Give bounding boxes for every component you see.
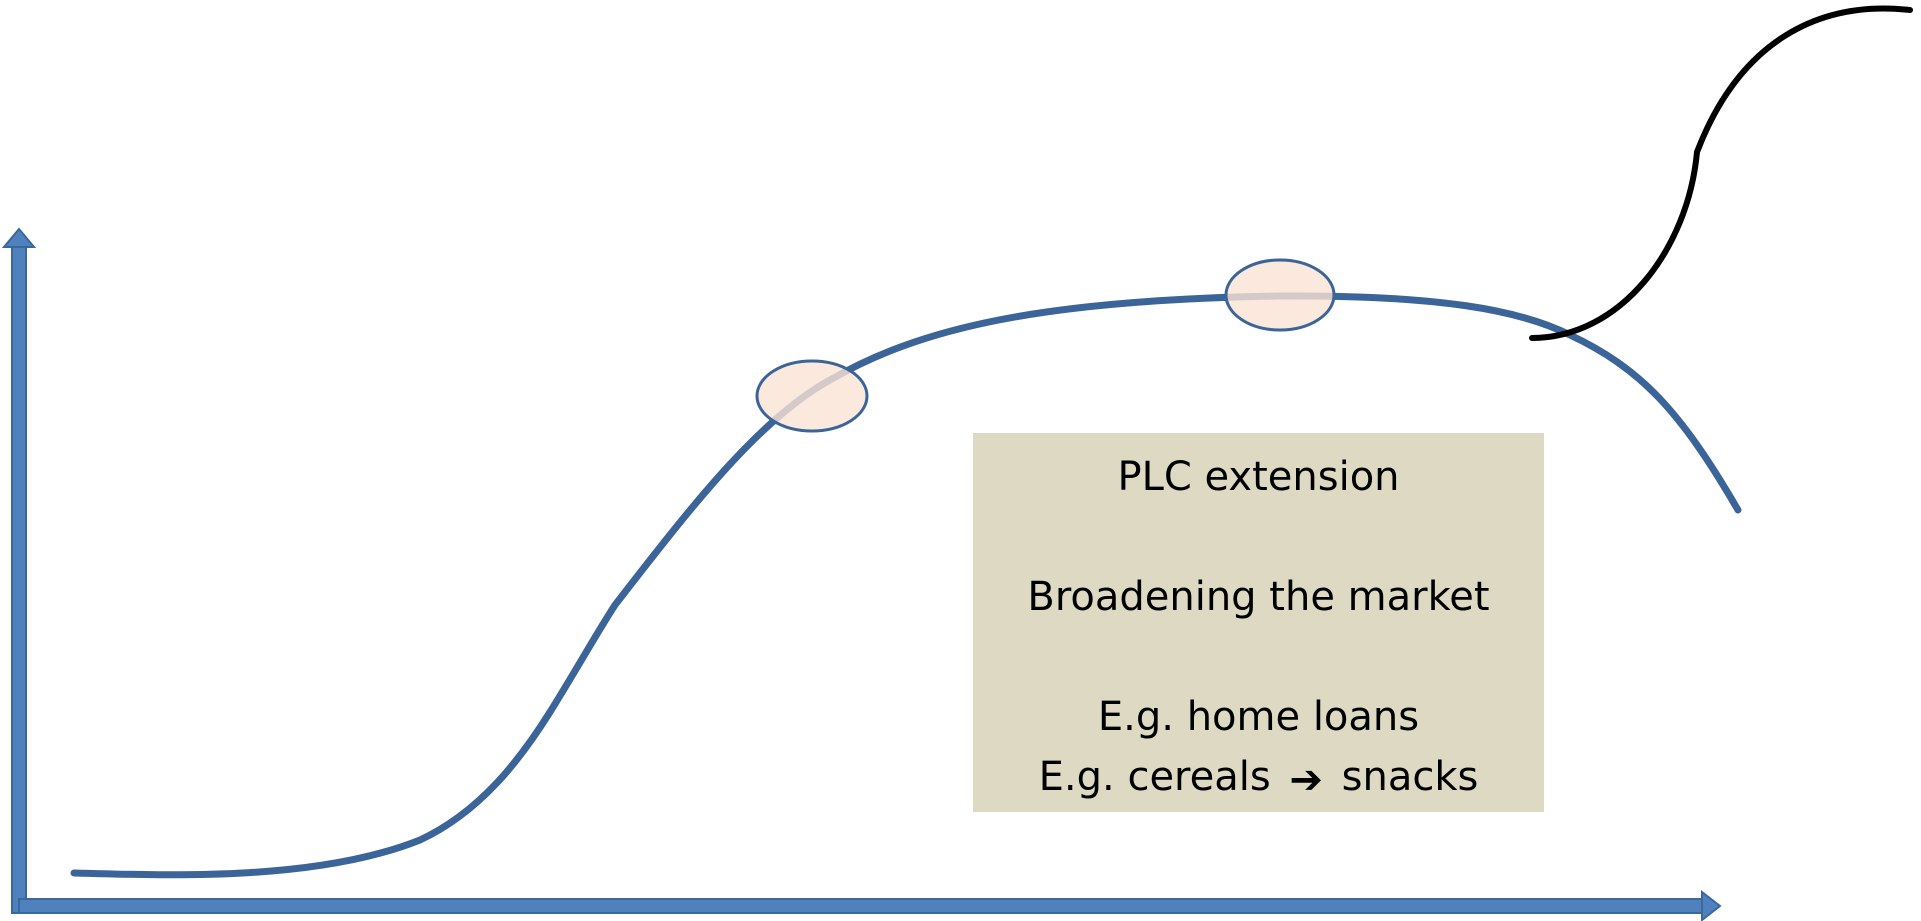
right-arrow-icon: ➔	[1289, 757, 1323, 803]
y-axis	[1, 227, 37, 914]
example-cereals-snacks: E.g. cereals ➔ snacks	[973, 747, 1544, 807]
extension-curve	[1529, 5, 1913, 341]
spacer	[973, 507, 1544, 567]
example-from-text: E.g. cereals	[1038, 754, 1271, 800]
spacer	[973, 627, 1544, 687]
example-to-text: snacks	[1341, 754, 1479, 800]
peak-marker	[1224, 258, 1336, 332]
example-home-loans: E.g. home loans	[1097, 694, 1420, 740]
box-title: PLC extension	[1117, 454, 1400, 500]
plc-extension-box: PLC extension Broadening the market E.g.…	[973, 433, 1544, 812]
x-axis	[18, 889, 1722, 921]
y-axis-shaft	[11, 244, 27, 914]
maturity-start-marker	[755, 359, 869, 433]
x-axis-arrowhead	[1701, 889, 1722, 921]
y-axis-arrowhead	[1, 227, 37, 248]
strategy-text: Broadening the market	[1027, 574, 1490, 620]
x-axis-shaft	[18, 898, 1705, 914]
